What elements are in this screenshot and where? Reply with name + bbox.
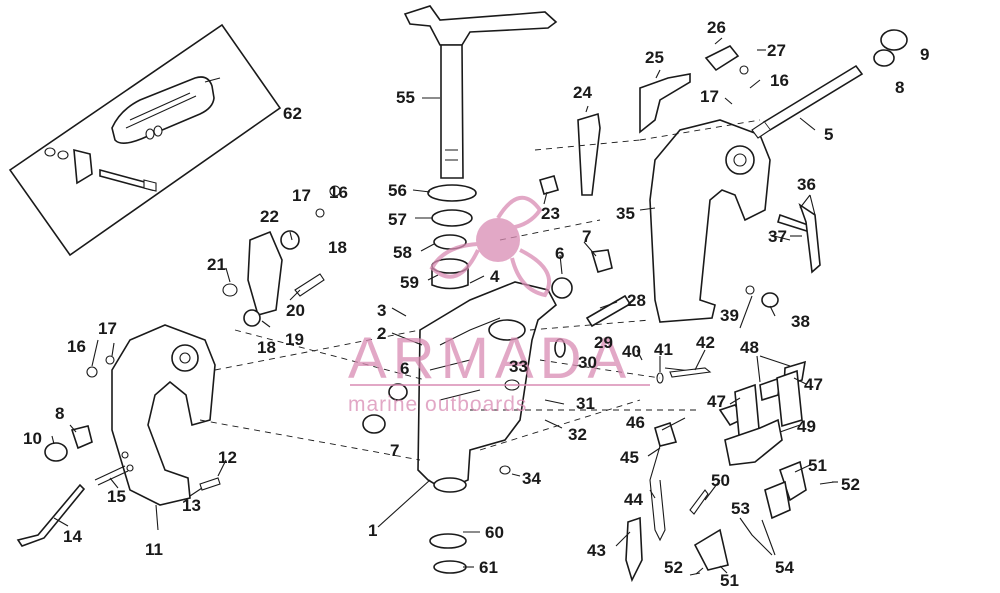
callout-53: 53 bbox=[731, 499, 750, 518]
small-hardware bbox=[16, 175, 835, 583]
callout-21: 21 bbox=[207, 255, 226, 274]
callout-22: 22 bbox=[260, 207, 279, 226]
callout-17-right: 17 bbox=[700, 87, 719, 106]
callout-20: 20 bbox=[286, 301, 305, 320]
callout-2: 2 bbox=[377, 324, 386, 343]
callout-56: 56 bbox=[388, 181, 407, 200]
callout-16-top: 16 bbox=[329, 183, 348, 202]
callout-34: 34 bbox=[522, 469, 541, 488]
watermark-tagline: marine outboards bbox=[348, 393, 527, 416]
callout-11: 11 bbox=[145, 540, 163, 559]
callout-32: 32 bbox=[568, 425, 587, 444]
callout-9: 9 bbox=[920, 45, 929, 64]
tilt-tube bbox=[751, 29, 908, 139]
callout-31: 31 bbox=[576, 394, 595, 413]
callout-55: 55 bbox=[396, 88, 415, 107]
callout-8-right: 8 bbox=[895, 78, 904, 97]
callout-50: 50 bbox=[711, 471, 730, 490]
callout-24: 24 bbox=[573, 83, 592, 102]
callout-6-left: 6 bbox=[400, 359, 409, 378]
callout-58: 58 bbox=[393, 243, 412, 262]
callout-62: 62 bbox=[283, 104, 302, 123]
callout-35: 35 bbox=[616, 204, 635, 223]
callout-41: 41 bbox=[654, 340, 673, 359]
watermark-brand: ARMADA bbox=[348, 326, 632, 391]
callout-1: 1 bbox=[368, 521, 377, 540]
callout-42: 42 bbox=[696, 333, 715, 352]
callout-28: 28 bbox=[627, 291, 646, 310]
callout-61: 61 bbox=[479, 558, 498, 577]
callout-17-left: 17 bbox=[98, 319, 117, 338]
armada-watermark: ARMADA marine outboards bbox=[348, 195, 650, 416]
callout-39: 39 bbox=[720, 306, 739, 325]
callout-15: 15 bbox=[107, 487, 126, 506]
callout-49: 49 bbox=[797, 417, 816, 436]
callout-57: 57 bbox=[388, 210, 407, 229]
callout-37: 37 bbox=[768, 227, 787, 246]
callout-40: 40 bbox=[622, 342, 641, 361]
callout-52-bottom: 52 bbox=[664, 558, 683, 577]
callout-13: 13 bbox=[182, 496, 201, 515]
callout-54: 54 bbox=[775, 558, 794, 577]
callout-46: 46 bbox=[626, 413, 645, 432]
callout-labels: 1 2 3 4 5 6 6 7 7 8 8 9 10 11 12 13 14 1… bbox=[23, 18, 929, 590]
propeller-blade-icon bbox=[429, 195, 551, 298]
callout-18-top: 18 bbox=[328, 238, 347, 257]
callout-48: 48 bbox=[740, 338, 759, 357]
callout-26: 26 bbox=[707, 18, 726, 37]
callout-16-left: 16 bbox=[67, 337, 86, 356]
callout-6-right: 6 bbox=[555, 244, 564, 263]
callout-16-right: 16 bbox=[770, 71, 789, 90]
callout-47-right: 47 bbox=[804, 375, 823, 394]
leader-lines bbox=[51, 37, 838, 575]
callout-30: 30 bbox=[578, 353, 597, 372]
callout-38: 38 bbox=[791, 312, 810, 331]
callout-18-bottom: 18 bbox=[257, 338, 276, 357]
callout-36: 36 bbox=[797, 175, 816, 194]
callout-23: 23 bbox=[541, 204, 560, 223]
propeller-logo-icon bbox=[476, 218, 520, 262]
left-clamp-bracket bbox=[111, 324, 216, 506]
callout-25: 25 bbox=[645, 48, 664, 67]
tilt-lever-parts bbox=[577, 44, 749, 196]
callout-45: 45 bbox=[620, 448, 639, 467]
callout-7-right: 7 bbox=[582, 227, 591, 246]
callout-60: 60 bbox=[485, 523, 504, 542]
callout-51-bottom: 51 bbox=[720, 571, 739, 590]
callout-47-left: 47 bbox=[707, 392, 726, 411]
callout-10: 10 bbox=[23, 429, 42, 448]
steering-arm-assembly bbox=[403, 5, 558, 179]
callout-51-top: 51 bbox=[808, 456, 827, 475]
callout-12: 12 bbox=[218, 448, 237, 467]
callout-8-left: 8 bbox=[55, 404, 64, 423]
bushing-stack bbox=[427, 184, 477, 290]
callout-7-left: 7 bbox=[390, 441, 399, 460]
right-clamp-bracket bbox=[649, 119, 771, 323]
callout-59: 59 bbox=[400, 273, 419, 292]
inset-kit-box bbox=[8, 23, 282, 257]
callout-5: 5 bbox=[824, 125, 833, 144]
callout-33: 33 bbox=[509, 357, 528, 376]
callout-52-right: 52 bbox=[841, 475, 860, 494]
callout-3: 3 bbox=[377, 301, 386, 320]
callout-17-top: 17 bbox=[292, 186, 311, 205]
callout-27: 27 bbox=[767, 41, 786, 60]
callout-19: 19 bbox=[285, 330, 304, 349]
callout-44: 44 bbox=[624, 490, 643, 509]
callout-29: 29 bbox=[594, 333, 613, 352]
callout-4: 4 bbox=[490, 267, 500, 286]
callout-14: 14 bbox=[63, 527, 82, 546]
callout-43: 43 bbox=[587, 541, 606, 560]
